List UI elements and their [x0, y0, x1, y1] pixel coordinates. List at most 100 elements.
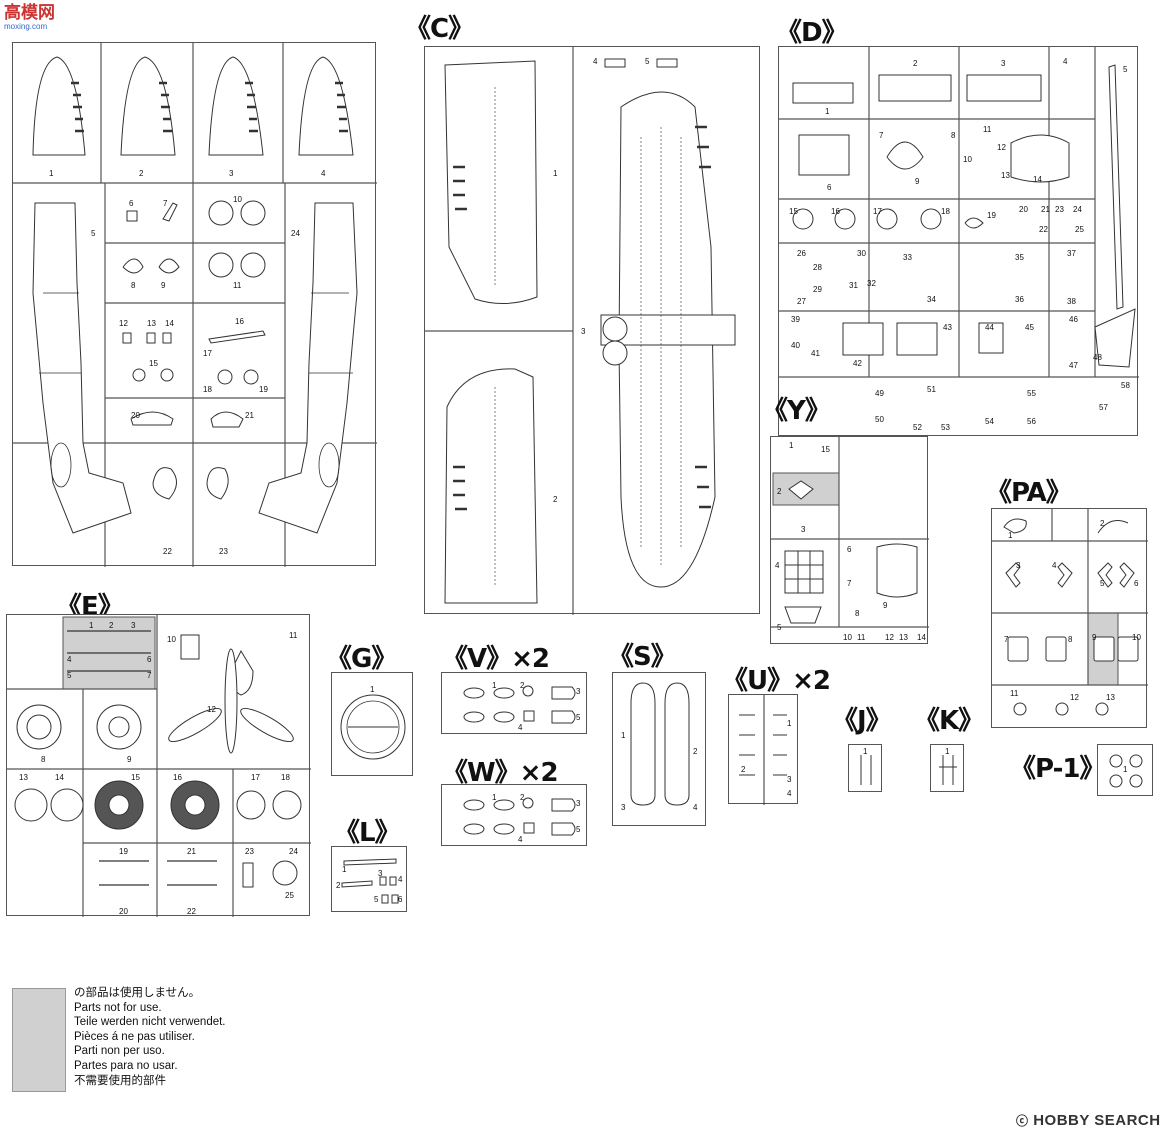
part-number: 43	[943, 323, 952, 332]
unused-parts-legend: の部品は使用しません。 Parts not for use. Teile wer…	[74, 986, 226, 1088]
part-number: 8	[855, 609, 860, 618]
part-number: 20	[1019, 205, 1028, 214]
part-number: 50	[875, 415, 884, 424]
part-number: 2	[693, 747, 698, 756]
part-number: 4	[1052, 561, 1057, 570]
sprue-p1-drawing	[1109, 754, 1143, 788]
part-number: 13	[1001, 171, 1010, 180]
part-number: 36	[1015, 295, 1024, 304]
part-number: 4	[321, 169, 326, 178]
sprue-y-label: 《Y》	[762, 396, 831, 426]
part-number: 17	[203, 349, 212, 358]
sprue-l-label: 《L》	[334, 818, 401, 848]
part-number: 2	[520, 793, 525, 802]
part-number: 1	[370, 685, 375, 694]
part-number: 16	[235, 317, 244, 326]
part-number: 1	[825, 107, 830, 116]
part-number: 48	[1093, 353, 1102, 362]
part-number: 3	[131, 621, 136, 630]
sprue-l-drawing	[341, 858, 399, 904]
part-number: 10	[963, 155, 972, 164]
part-number: 2	[913, 59, 918, 68]
sprue-y-frame: 1 2 3 4 5 6 7 8 9 10 11 12 13 14 15	[770, 436, 929, 644]
sprue-a-frame: 1 2 3 4 5 6 7 8 9 10 11 12 13 14 15 16 1…	[12, 42, 377, 567]
legend-line-es: Partes para no usar.	[74, 1059, 178, 1072]
part-number: 13	[19, 773, 28, 782]
part-number: 13	[147, 319, 156, 328]
part-number: 10	[233, 195, 242, 204]
part-number: 51	[927, 385, 936, 394]
sprue-s-label: 《S》	[608, 642, 677, 672]
sprue-d-label: 《D》	[776, 18, 848, 48]
part-number: 19	[259, 385, 268, 394]
part-number: 19	[987, 211, 996, 220]
part-number: 1	[492, 681, 497, 690]
sprue-p1-frame: 1	[1097, 744, 1153, 796]
sprue-c-drawing	[425, 47, 736, 615]
part-number: 3	[787, 775, 792, 784]
part-number: 1	[789, 441, 794, 450]
part-number: 9	[883, 601, 888, 610]
legend-line-it: Parti non per uso.	[74, 1045, 165, 1058]
sprue-e-frame: 1 2 3 4 5 6 7 8 9 10 11 12 13 14 15 16 1…	[6, 614, 311, 917]
sprue-u-drawing	[739, 695, 787, 805]
part-number: 2	[553, 495, 558, 504]
part-number: 15	[821, 445, 830, 454]
sprue-k-drawing	[939, 755, 957, 785]
sprue-pa-drawing	[992, 509, 1148, 716]
sprue-y-drawing	[771, 437, 929, 628]
sprue-u-frame: 1 2 3 4	[728, 694, 798, 805]
sprue-w-drawing	[463, 797, 576, 836]
part-number: 2	[139, 169, 144, 178]
part-number: 41	[811, 349, 820, 358]
part-number: 14	[55, 773, 64, 782]
part-number: 7	[847, 579, 852, 588]
part-number: 6	[827, 183, 832, 192]
part-number: 21	[1041, 205, 1050, 214]
part-number: 15	[789, 207, 798, 216]
sprue-c-frame: 1 2 3 4 5	[424, 46, 760, 615]
part-number: 5	[1123, 65, 1128, 74]
part-number: 17	[873, 207, 882, 216]
part-number: 8	[951, 131, 956, 140]
part-number: 5	[374, 895, 379, 904]
part-number: 23	[219, 547, 228, 556]
part-number: 8	[41, 755, 46, 764]
part-number: 5	[67, 671, 72, 680]
part-number: 2	[777, 487, 782, 496]
part-number: 3	[801, 525, 806, 534]
part-number: 22	[187, 907, 196, 916]
part-number: 45	[1025, 323, 1034, 332]
part-number: 12	[119, 319, 128, 328]
part-number: 1	[1008, 531, 1013, 540]
part-number: 4	[398, 875, 403, 884]
sprue-d-drawing	[779, 47, 1139, 378]
part-number: 13	[899, 633, 908, 642]
sprue-pa-frame: 1 2 3 4 5 6 7 8 9 10 11 12 13	[991, 508, 1148, 728]
part-number: 57	[1099, 403, 1108, 412]
part-number: 8	[1068, 635, 1073, 644]
part-number: 21	[187, 847, 196, 856]
unused-parts-swatch	[12, 988, 66, 1092]
part-number: 27	[797, 297, 806, 306]
part-number: 1	[342, 865, 347, 874]
part-number: 3	[229, 169, 234, 178]
sprue-d-frame: 1 2 3 4 5 6 7 8 9 10 11 12 13 14 15 16 1…	[778, 46, 1139, 436]
sprue-j-drawing	[860, 755, 872, 785]
part-number: 7	[1004, 635, 1009, 644]
part-number: 47	[1069, 361, 1078, 370]
part-number: 12	[1070, 693, 1079, 702]
part-number: 6	[847, 545, 852, 554]
part-number: 25	[285, 891, 294, 900]
part-number: 32	[867, 279, 876, 288]
part-number: 38	[1067, 297, 1076, 306]
part-number: 7	[163, 199, 168, 208]
sprue-j-frame: 1	[848, 744, 882, 792]
part-number: 5	[777, 623, 782, 632]
part-number: 46	[1069, 315, 1078, 324]
part-number: 23	[245, 847, 254, 856]
part-number: 24	[291, 229, 300, 238]
part-number: 4	[1063, 57, 1068, 66]
part-number: 26	[797, 249, 806, 258]
part-number: 10	[843, 633, 852, 642]
